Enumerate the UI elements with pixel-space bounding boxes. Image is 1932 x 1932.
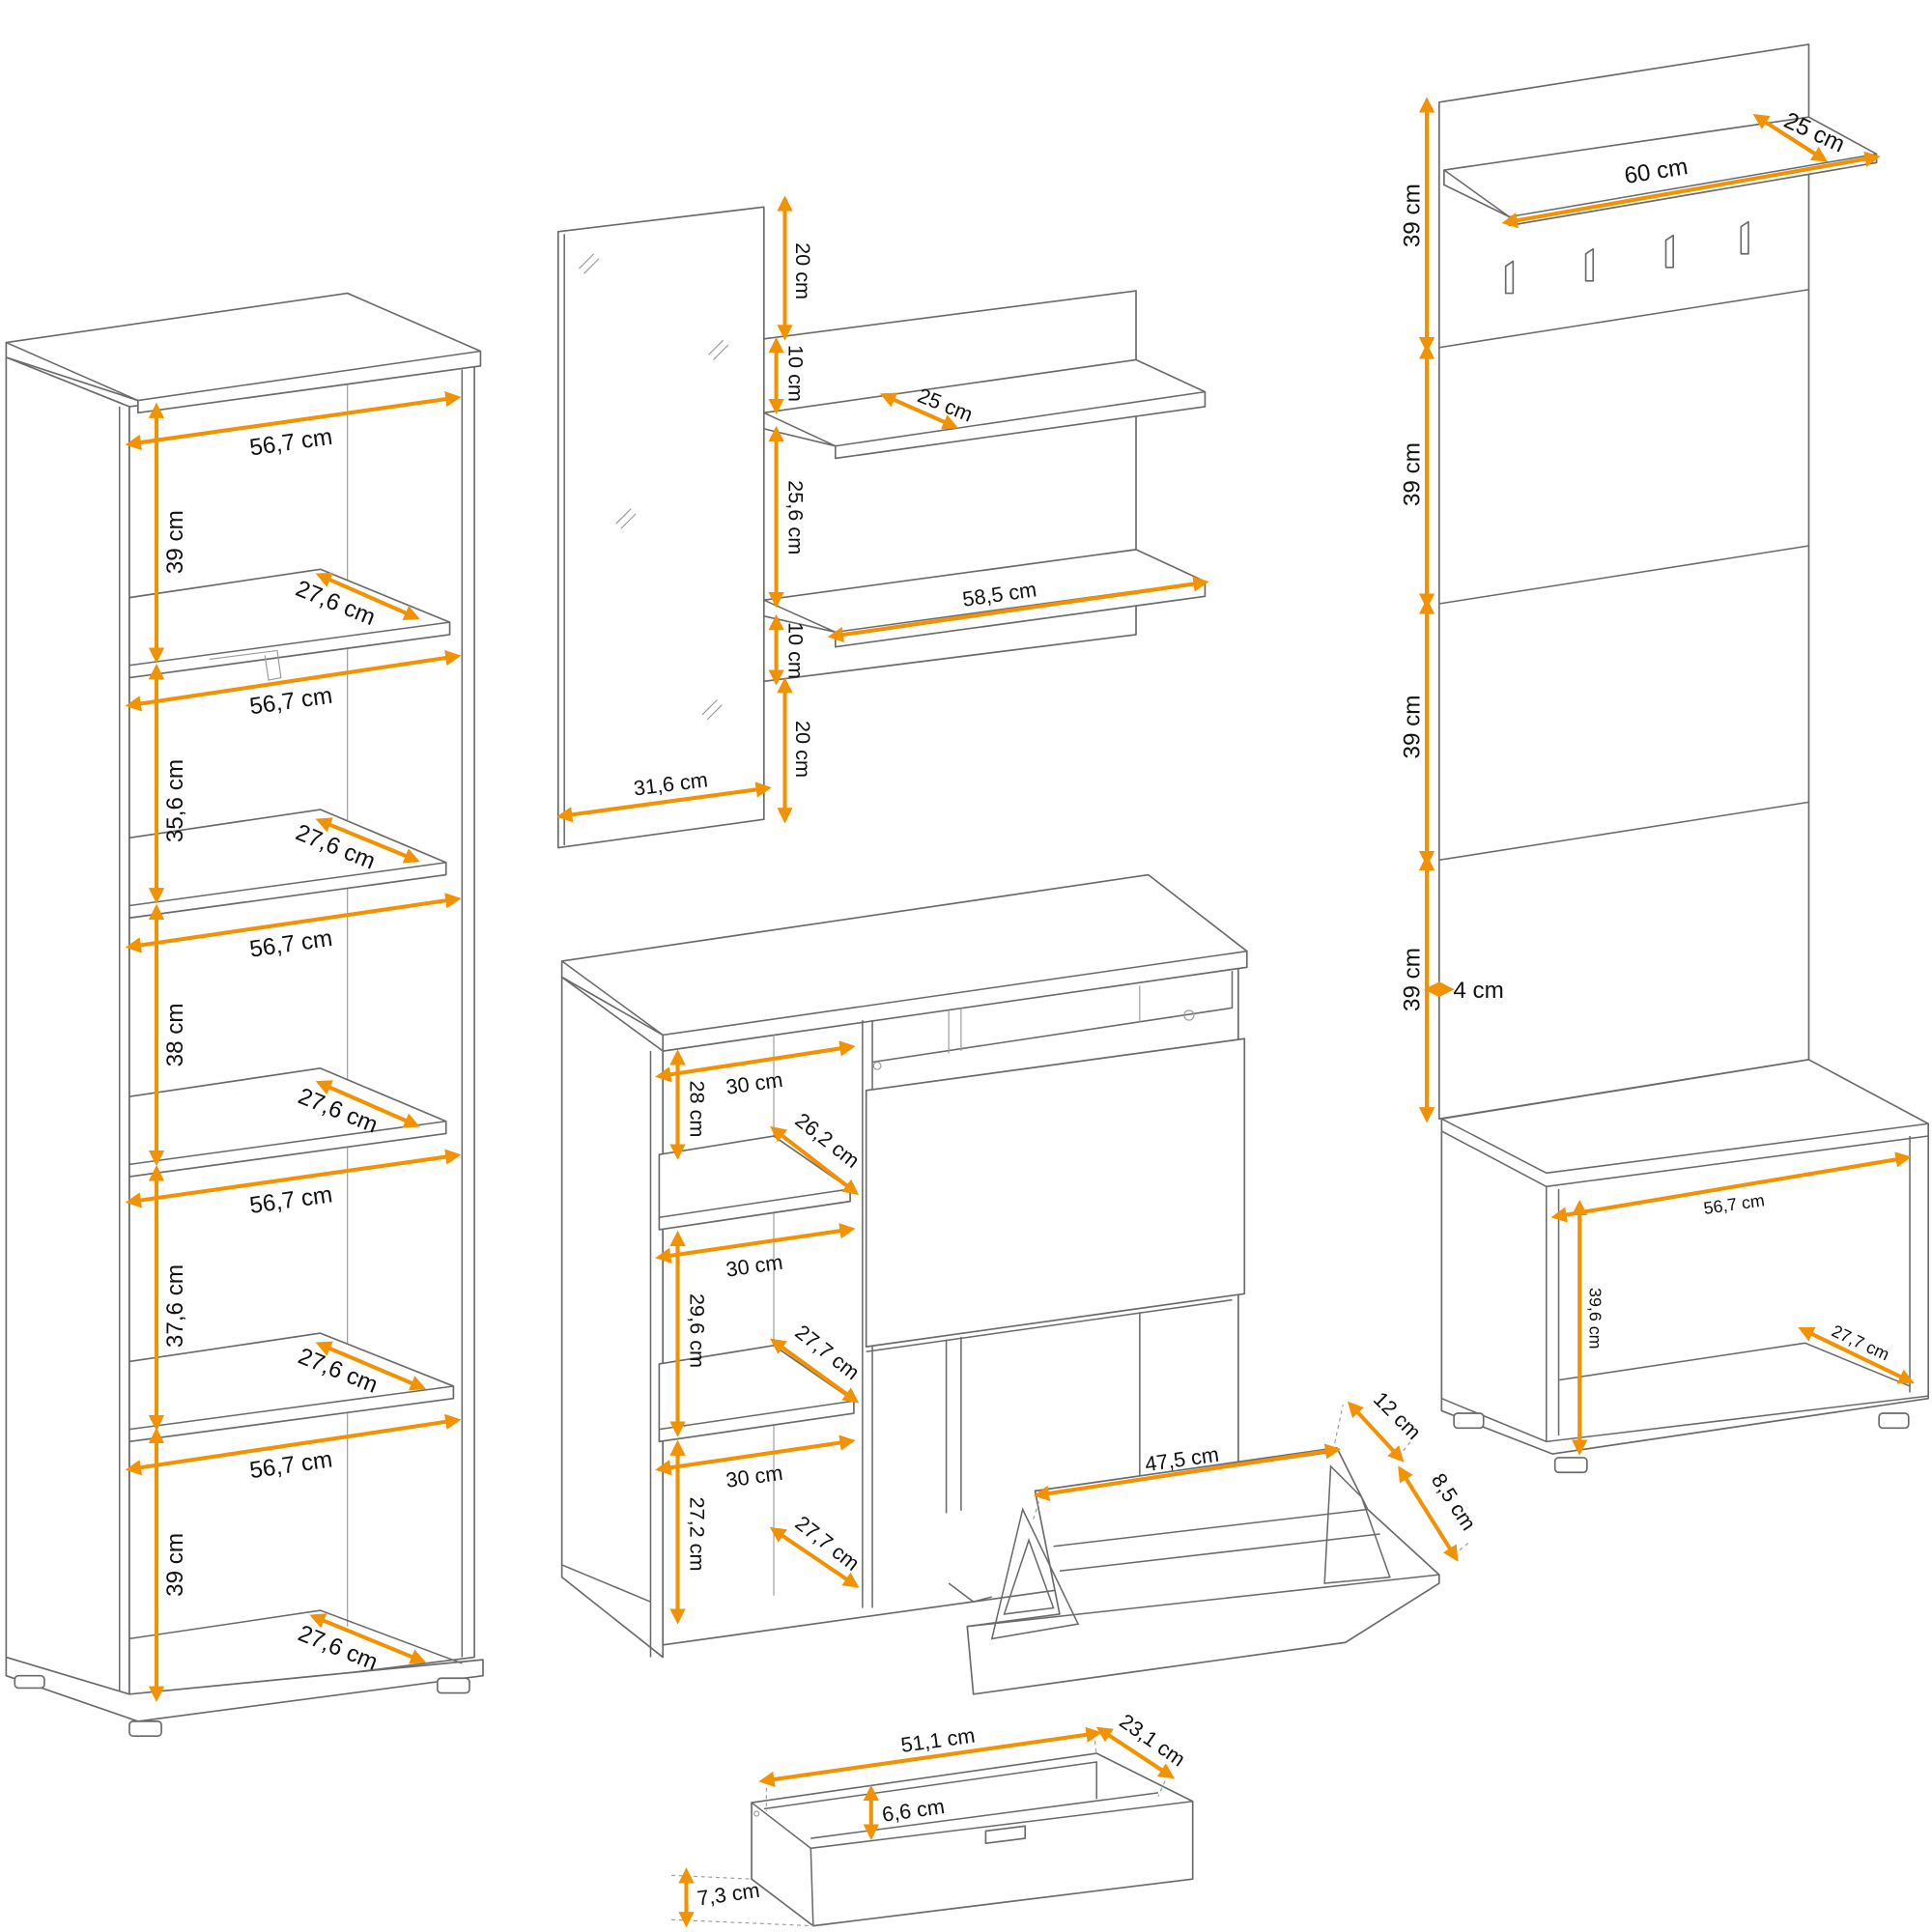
width-dimension: [125, 391, 462, 451]
dimension-label: 37,6 cm: [162, 1264, 188, 1348]
foot: [1553, 1457, 1588, 1474]
foot: [1453, 1412, 1485, 1430]
depth-dimension: [769, 1338, 860, 1404]
width-dimension: [655, 1040, 856, 1083]
foot: [1878, 1412, 1910, 1430]
dimension-label: 10 cm: [783, 622, 808, 679]
width-dimension: [1501, 151, 1881, 229]
bookcase-side: [5, 356, 130, 1702]
open-shoe-flap: [948, 1404, 1469, 1695]
depth-dimension: [1347, 1401, 1405, 1463]
dimension-label: 27,2 cm: [685, 1496, 709, 1571]
flap-mechanism: [990, 1507, 1080, 1640]
dimension-label: 39 cm: [162, 1533, 188, 1597]
width-dimension: [1550, 1151, 1912, 1223]
dimension-label: 35,6 cm: [162, 759, 188, 842]
width-dimension: [125, 649, 462, 712]
dimension-label: 25,6 cm: [783, 480, 808, 554]
wall-shelf: 20 cm 10 cm 25,6 cm 10 cm 20 cm 25 cm 58…: [762, 195, 1209, 824]
dimension-label: 39 cm: [1399, 696, 1425, 759]
bench: [1440, 1059, 1930, 1455]
dimension-label: 39,6 cm: [1585, 1288, 1605, 1349]
width-dimension: [758, 1726, 1102, 1788]
dimension-label: 39 cm: [1399, 184, 1425, 247]
width-dimension: [125, 893, 462, 953]
coat-hook: [1504, 220, 1749, 295]
foot: [128, 1720, 162, 1738]
drawer: 51,1 cm 23,1 cm 6,6 cm 7,3 cm: [671, 1709, 1194, 1928]
width-dimension: [655, 1435, 856, 1476]
dimension-label: 38 cm: [162, 1003, 188, 1066]
mirror-glare: [579, 253, 729, 721]
dimension-label: 4 cm: [1453, 978, 1503, 1004]
bookcase-plinth: [5, 1656, 484, 1722]
foot: [436, 1677, 470, 1694]
dimension-label: 7,3 cm: [696, 1878, 761, 1911]
bookcase-top: [5, 292, 482, 414]
mirror: 31,6 cm: [556, 206, 772, 849]
depth-dimension: [769, 1526, 860, 1588]
height-dimension: [1398, 1465, 1459, 1562]
width-dimension: [827, 576, 1209, 643]
width-dimension: [125, 1149, 462, 1208]
dimension-label: 28 cm: [685, 1080, 709, 1137]
depth-dimension: [315, 572, 420, 620]
dimension-label: 20 cm: [791, 242, 815, 299]
depth-dimension: [879, 392, 959, 430]
width-dimension: [1033, 1443, 1342, 1502]
dimension-label: 20 cm: [791, 721, 815, 778]
depth-dimension: [1752, 114, 1829, 162]
dimension-label: 39 cm: [1399, 442, 1425, 506]
dimension-label: 29,6 cm: [685, 1293, 709, 1368]
dimension-label: 39 cm: [1399, 948, 1425, 1011]
coat-rack: 39 cm 39 cm 39 cm 39 cm 4 cm 60 cm 25 cm…: [1399, 43, 1930, 1474]
depth-dimension: [315, 1080, 420, 1128]
width-dimension: [655, 1223, 856, 1264]
flap-mechanism: [948, 1464, 1391, 1603]
width-dimension: [125, 1413, 462, 1476]
dimension-label: 10 cm: [783, 345, 808, 402]
shoe-cabinet: 30 cm 28 cm 26,2 cm 30 cm 29,6 cm 27,7 c…: [560, 873, 1481, 1695]
cabinet-top: [560, 873, 1248, 1052]
depth-dimension: [1095, 1726, 1175, 1779]
depth-dimension: [1798, 1326, 1915, 1384]
dimension-label: 39 cm: [162, 510, 188, 574]
depth-dimension: [315, 817, 420, 864]
depth-dimension: [770, 1125, 860, 1196]
depth-dimension: [309, 1613, 427, 1664]
width-dimension: [556, 781, 772, 823]
foot: [14, 1674, 45, 1690]
depth-dimension: [315, 1341, 427, 1391]
drawer-handle: [984, 1825, 1027, 1844]
bookcase: 56,7 cm 39 cm 27,6 cm 56,7 cm 35,6 cm 27…: [5, 292, 484, 1738]
cabinet-flap-door[interactable]: [865, 1037, 1246, 1348]
